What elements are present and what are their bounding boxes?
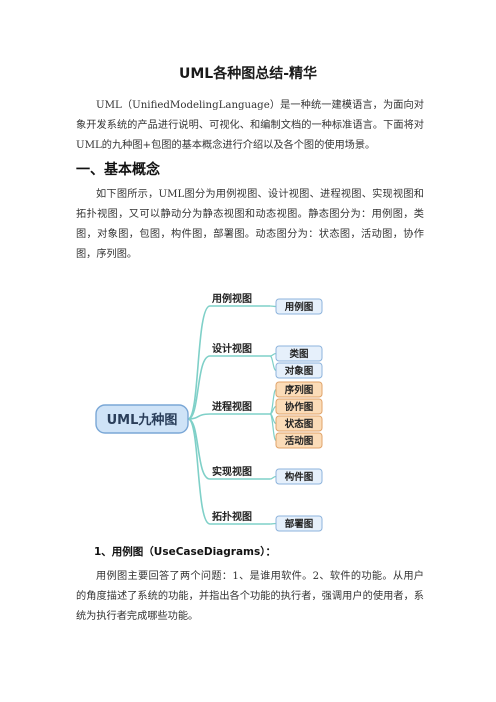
leaf-node-label: 对象图 [285,365,314,377]
leaf-node-box [275,298,323,315]
leaf-node-box [275,432,323,449]
branch-connector [187,418,211,525]
leaf-node-label: 状态图 [285,418,314,430]
branch-connector [187,418,211,480]
leaf-node-label: 类图 [289,348,308,360]
leaf-node-label: 协作图 [285,401,314,413]
leaf-node-label: 构件图 [285,471,314,483]
branch-label: 设计视图 [212,342,252,355]
mindmap-root-node: UML九种图 [95,404,189,434]
leaf-connector [269,352,277,357]
document-title: UML各种图总结-精华 [178,66,318,82]
section-heading-basic-concepts: 一、基本概念 [76,162,160,178]
use-case-paragraph: 用例图主要回答了两个问题：1、是谁用软件。2、软件的功能。从用户的角度描述了系统… [76,571,424,622]
leaf-connector [269,413,277,442]
leaf-node-label: 部署图 [285,518,314,530]
leaf-node-box [275,415,323,432]
branch-connector [187,355,211,420]
leaf-node-label: 用例图 [284,301,314,313]
leaf-connector [269,305,277,308]
subsection-heading-use-case: 1、用例图（UseCaseDiagrams）： [94,546,276,558]
leaf-node-box [275,468,323,485]
leaf-node-box [275,345,323,362]
branch-connector [187,413,211,420]
branch-connector [187,305,211,420]
leaf-node-label: 序列图 [285,384,314,396]
branch-label: 拓扑视图 [212,510,252,523]
branch-label: 用例视图 [211,292,252,305]
intro-paragraph: UML（UnifiedModelingLanguage）是一种统一建模语言，为面… [76,100,424,151]
mindmap-connectors [187,305,277,525]
leaf-node-box [275,515,323,532]
leaf-node-box [275,381,323,398]
branch-label: 进程视图 [212,400,252,413]
root-node-box [95,404,189,434]
leaf-node-box [275,398,323,415]
leaf-connector [269,522,277,525]
basic-concepts-paragraph: 如下图所示，UML图分为用例视图、设计视图、进程视图、实现视图和拓扑视图，又可以… [76,189,424,260]
branch-label: 实现视图 [212,465,252,478]
leaf-node-label: 活动图 [285,435,314,447]
root-node-label: UML九种图 [107,412,178,428]
leaf-node-box [275,362,323,379]
mindmap-branch: 实现视图 构件图 [212,465,323,485]
leaf-connector [269,355,277,372]
leaf-connector [269,475,277,480]
